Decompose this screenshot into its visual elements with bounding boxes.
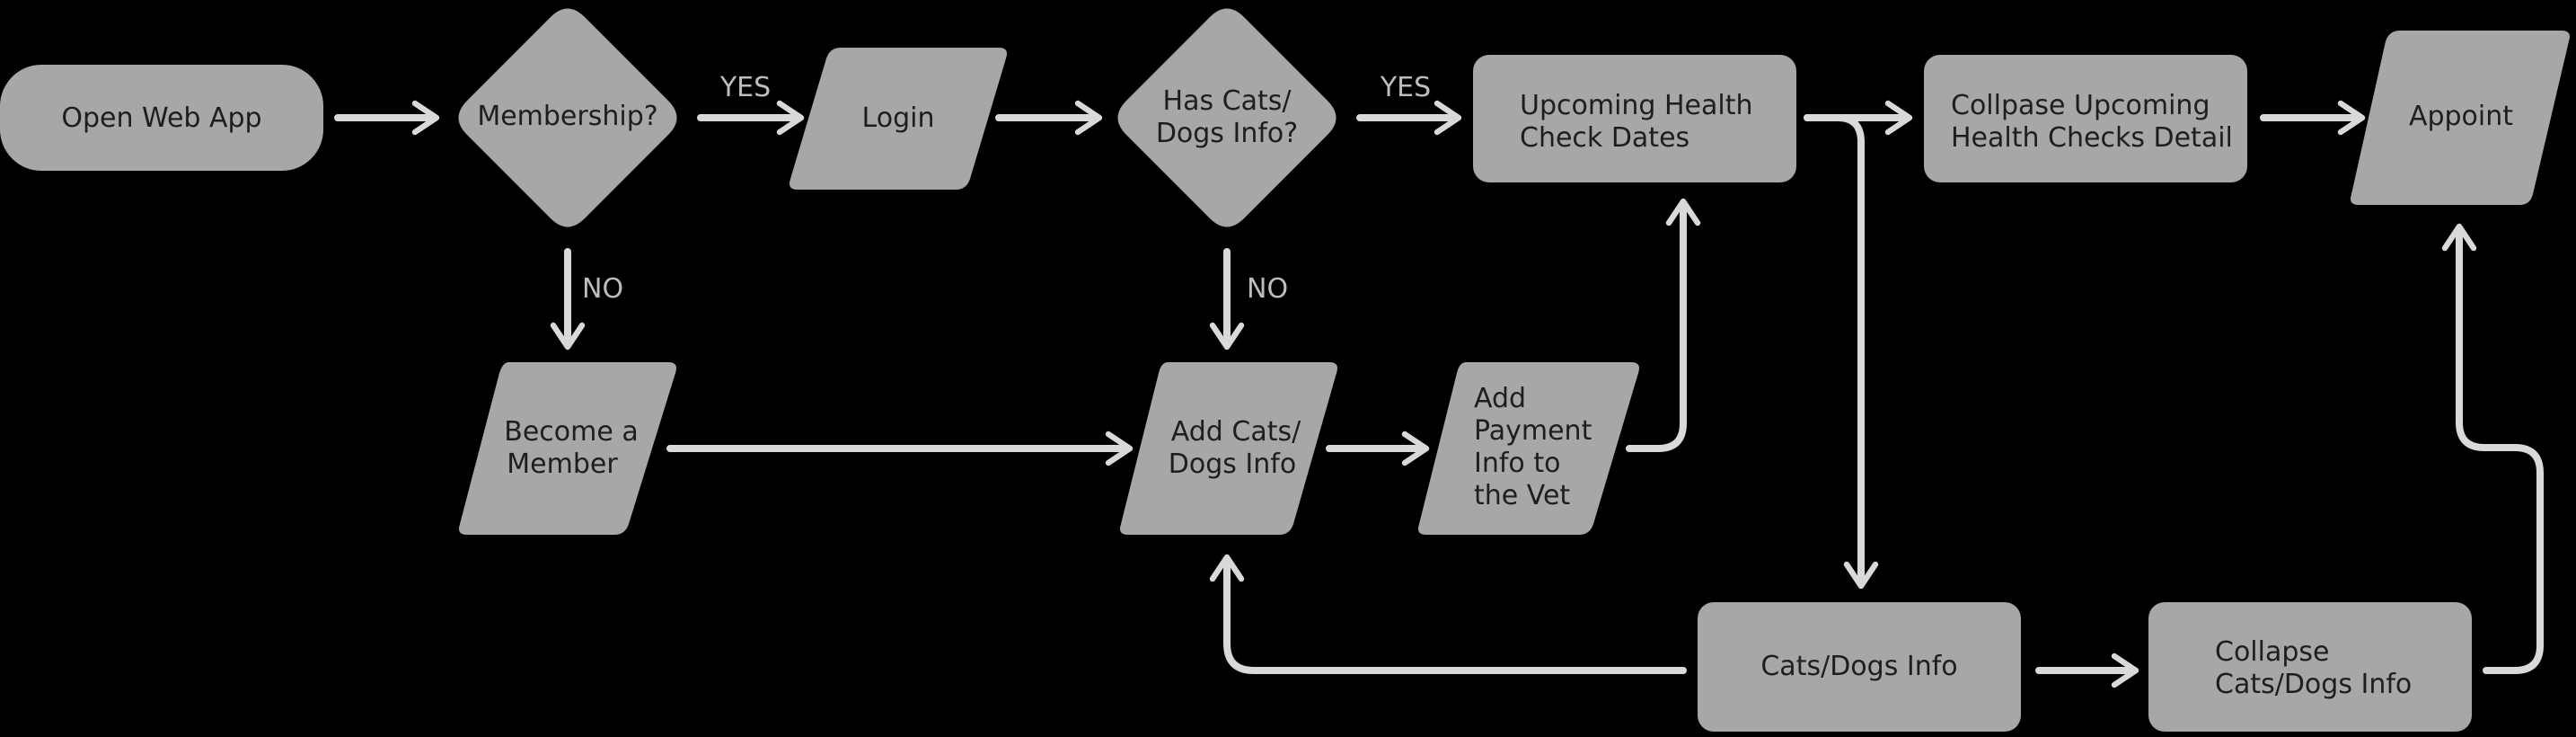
node-appoint: Appoint (2351, 31, 2570, 205)
node-upcoming-health-check: Upcoming Health Check Dates (1473, 55, 1796, 182)
node-membership-decision: Membership? (458, 8, 677, 227)
node-become-member: Become a Member (459, 362, 676, 535)
node-label-line-2: Payment (1474, 415, 1592, 447)
node-label: Membership? (477, 101, 657, 132)
input-output-shape (459, 362, 676, 535)
node-login: Login (790, 48, 1007, 190)
node-label-line-1: Collapse (2215, 636, 2330, 668)
node-label-line-2: Dogs Info? (1156, 118, 1298, 149)
process-shape (1924, 55, 2247, 182)
node-label-line-2: Check Dates (1520, 122, 1689, 154)
node-label-line-1: Become a (504, 416, 639, 448)
process-shape (1473, 55, 1796, 182)
node-label-line-1: Upcoming Health (1520, 90, 1753, 121)
input-output-shape (1120, 362, 1337, 535)
process-shape (2148, 602, 2472, 732)
node-add-payment-info: Add Payment Info to the Vet (1418, 362, 1639, 535)
edge-label-membership-yes: YES (719, 72, 771, 103)
node-label-line-2: Cats/Dogs Info (2215, 669, 2412, 700)
node-label: Cats/Dogs Info (1760, 651, 1957, 682)
terminator-shape (0, 65, 323, 171)
arrow-collapse-pet-info-to-appoint (2441, 223, 2544, 674)
decision-shape (458, 8, 677, 227)
edge-label-has-info-no: NO (1247, 273, 1288, 305)
node-add-pet-info: Add Cats/ Dogs Info (1120, 362, 1337, 535)
input-output-shape (1418, 362, 1639, 535)
node-label-line-1: Has Cats/ (1163, 85, 1292, 117)
arrow-payment-to-upcoming (1626, 198, 1701, 452)
node-open-web-app: Open Web App (0, 65, 323, 171)
node-label-line-2: Member (507, 448, 618, 480)
process-shape (1698, 602, 2021, 732)
node-label-line-4: the Vet (1474, 480, 1570, 511)
node-label: Open Web App (61, 102, 261, 134)
node-label-line-1: Collpase Upcoming (1951, 90, 2210, 121)
node-label: Login (862, 102, 935, 134)
node-has-pet-info-decision: Has Cats/ Dogs Info? (1117, 8, 1337, 227)
node-pet-info: Cats/Dogs Info (1698, 602, 2021, 732)
connectors (334, 100, 2544, 688)
input-output-shape (790, 48, 1007, 190)
node-label: Appoint (2409, 101, 2513, 132)
node-collapse-health-detail: Collpase Upcoming Health Checks Detail (1924, 55, 2247, 182)
arrow-pet-info-to-add-pet-info (1209, 554, 1687, 674)
arrow-upcoming-to-pet-info (1804, 114, 1879, 590)
edge-label-membership-no: NO (582, 273, 623, 305)
decision-shape (1117, 8, 1337, 227)
node-label-line-2: Health Checks Detail (1951, 122, 2233, 154)
edge-labels: YES NO YES NO (582, 72, 1431, 305)
node-collapse-pet-info: Collapse Cats/Dogs Info (2148, 602, 2472, 732)
edge-label-has-info-yes: YES (1380, 72, 1431, 103)
node-label-line-3: Info to (1474, 448, 1560, 479)
node-label-line-2: Dogs Info (1169, 448, 1296, 480)
node-label-line-1: Add Cats/ (1171, 416, 1301, 448)
node-label-line-1: Add (1474, 383, 1526, 414)
input-output-shape (2351, 31, 2570, 205)
